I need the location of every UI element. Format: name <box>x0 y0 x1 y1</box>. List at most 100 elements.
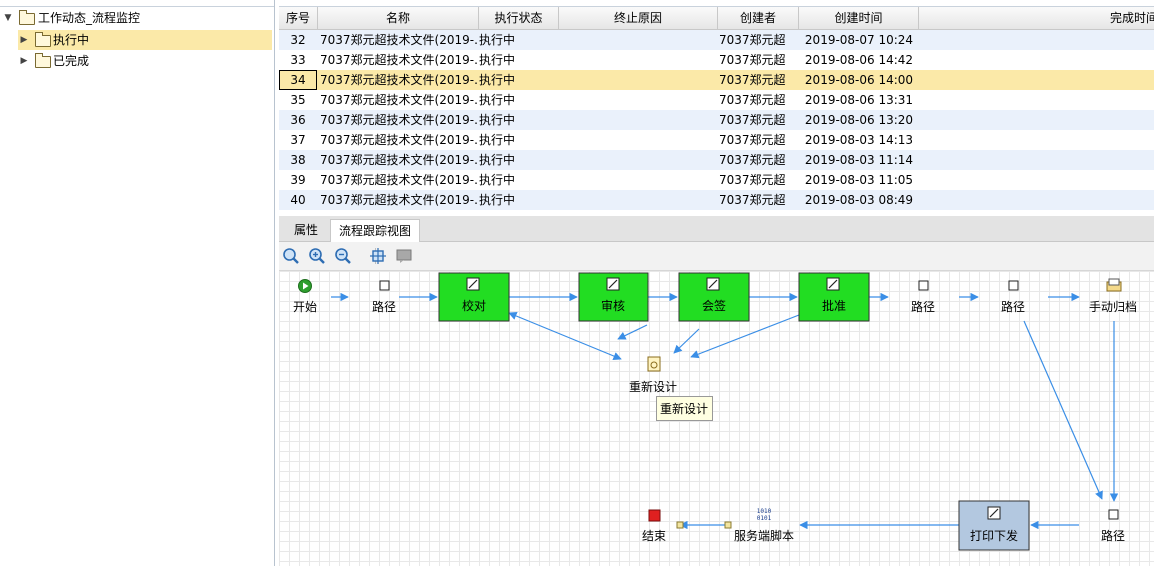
fit-to-page-icon[interactable] <box>369 247 387 265</box>
cell-name: 7037郑元超技术文件(2019-... <box>320 193 478 207</box>
tab-flow-trace-view[interactable]: 流程跟踪视图 <box>330 219 421 242</box>
cell-reason <box>561 170 717 190</box>
flow-node-path-1[interactable]: 路径 <box>372 280 396 314</box>
collapsed-arrow-icon[interactable]: ▶ <box>20 56 28 66</box>
node-label-review: 审核 <box>601 298 625 313</box>
node-label-path: 路径 <box>1001 299 1025 314</box>
flow-node-review[interactable]: 审核 <box>578 272 649 322</box>
redesign-icon <box>647 356 661 372</box>
cell-seq: 37 <box>290 133 306 147</box>
comment-icon[interactable] <box>395 247 413 265</box>
flow-node-server-script[interactable]: 1010 0101 服务端脚本 <box>734 508 794 543</box>
connector-handle[interactable] <box>724 521 732 529</box>
column-header-created[interactable]: 创建时间 <box>799 7 919 30</box>
collapsed-arrow-icon[interactable]: ▶ <box>20 35 28 45</box>
cell-creator: 7037郑元超 <box>719 113 786 127</box>
cell-name: 7037郑元超技术文件(2019-... <box>320 153 478 167</box>
tree-root-node[interactable]: ▼ 工作动态_流程监控 <box>0 8 270 28</box>
cell-reason <box>561 70 717 90</box>
flow-node-start[interactable]: 开始 <box>293 279 317 315</box>
cell-seq: 40 <box>290 193 306 207</box>
flow-node-countersign[interactable]: 会签 <box>678 272 750 322</box>
cell-reason <box>561 90 717 110</box>
flow-node-print-release[interactable]: 打印下发 <box>958 500 1030 551</box>
cell-done <box>919 70 1154 90</box>
flow-node-path-4[interactable]: 路径 <box>1101 509 1125 543</box>
cell-creator: 7037郑元超 <box>719 153 786 167</box>
cell-state: 执行中 <box>479 73 516 87</box>
cell-state: 执行中 <box>479 113 516 127</box>
content-panel: 序号 名称 执行状态 终止原因 创建者 创建时间 完成时间 32 7037郑元超技… <box>279 0 1154 566</box>
cell-seq: 32 <box>290 33 306 47</box>
cell-done <box>919 90 1154 110</box>
tree-item-label: 已完成 <box>53 54 90 68</box>
column-header-reason[interactable]: 终止原因 <box>559 7 718 30</box>
flow-diagram-canvas[interactable]: 开始 路径 校对 审核 <box>279 271 1154 566</box>
column-header-name[interactable]: 名称 <box>318 7 479 30</box>
flow-node-manual-archive[interactable]: 手动归档 <box>1089 278 1137 314</box>
cell-name: 7037郑元超技术文件(2019-... <box>320 133 478 147</box>
connector-handle[interactable] <box>676 521 684 529</box>
tree-panel: ▼ 工作动态_流程监控 ▶ 执行中 ▶ 已完成 <box>0 0 275 566</box>
cell-done <box>919 110 1154 130</box>
cell-reason <box>561 50 717 70</box>
cell-creator: 7037郑元超 <box>719 193 786 207</box>
tree-item-running[interactable]: ▶ 执行中 <box>18 30 272 50</box>
cell-done <box>919 50 1154 70</box>
node-label-proofread: 校对 <box>462 298 486 313</box>
path-node-icon <box>379 280 390 291</box>
cell-done <box>919 30 1154 50</box>
column-header-creator[interactable]: 创建者 <box>718 7 799 30</box>
stop-icon <box>648 509 661 522</box>
cell-creator: 7037郑元超 <box>719 53 786 67</box>
cell-name: 7037郑元超技术文件(2019-... <box>320 93 478 107</box>
tree-item-completed[interactable]: ▶ 已完成 <box>18 51 272 71</box>
cell-state: 执行中 <box>479 173 516 187</box>
zoom-in-icon[interactable] <box>308 247 326 265</box>
cell-reason <box>561 130 717 150</box>
path-node-icon <box>918 280 929 291</box>
cell-seq: 35 <box>290 93 306 107</box>
zoom-out-icon[interactable] <box>334 247 352 265</box>
column-header-completed[interactable]: 完成时间 <box>919 7 1154 30</box>
cell-seq: 33 <box>290 53 306 67</box>
node-label-print-release: 打印下发 <box>970 528 1018 543</box>
node-label-end: 结束 <box>642 529 666 543</box>
column-header-seq[interactable]: 序号 <box>279 7 318 30</box>
cell-done <box>919 130 1154 150</box>
node-label-redesign: 重新设计 <box>629 379 677 394</box>
binary-icon-top: 1010 <box>757 508 772 515</box>
cell-state: 执行中 <box>479 33 516 47</box>
flow-node-redesign[interactable]: 重新设计 <box>629 356 677 394</box>
column-header-state[interactable]: 执行状态 <box>479 7 559 30</box>
cell-reason <box>561 110 717 130</box>
cell-creator: 7037郑元超 <box>719 33 786 47</box>
folder-icon <box>35 32 51 47</box>
tooltip-text: 重新设计 <box>660 401 708 416</box>
tab-properties[interactable]: 属性 <box>294 223 319 237</box>
flow-node-path-2[interactable]: 路径 <box>911 280 935 314</box>
expanded-arrow-icon[interactable]: ▼ <box>4 13 12 23</box>
flow-node-end[interactable]: 结束 <box>642 509 666 543</box>
cell-name: 7037郑元超技术文件(2019-... <box>320 73 478 87</box>
flow-node-path-3[interactable]: 路径 <box>1001 280 1025 314</box>
node-label-path: 路径 <box>372 299 396 314</box>
node-label-start: 开始 <box>293 300 317 314</box>
cell-seq: 39 <box>290 173 306 187</box>
redesign-icon-mark <box>650 361 658 369</box>
archive-paper <box>1108 278 1120 286</box>
flow-node-approve[interactable]: 批准 <box>798 272 870 322</box>
cell-state: 执行中 <box>479 133 516 147</box>
flow-node-proofread[interactable]: 校对 <box>438 272 510 322</box>
zoom-fit-icon[interactable] <box>282 247 300 265</box>
cell-created: 2019-08-06 14:00 <box>804 73 914 87</box>
